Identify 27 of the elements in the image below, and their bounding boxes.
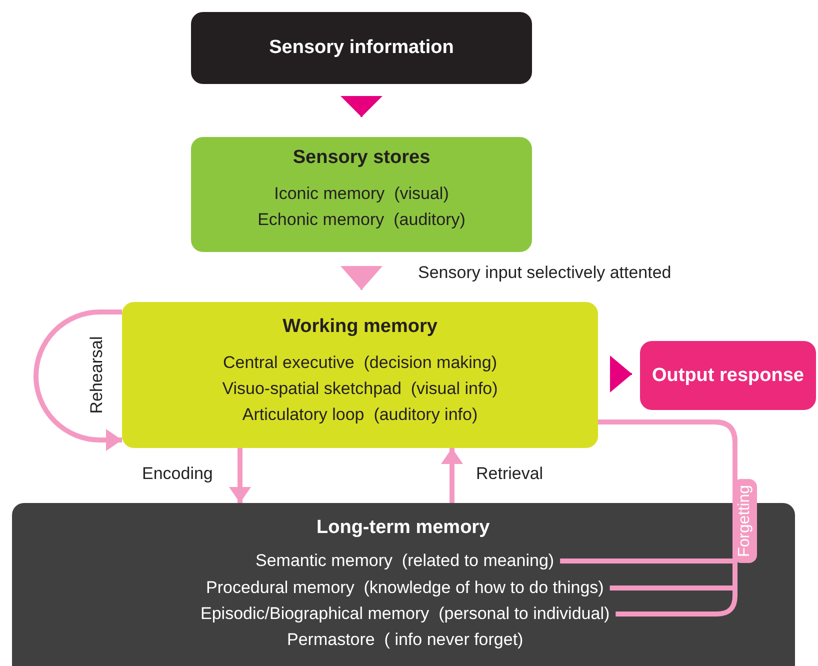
box-title: Output response — [652, 364, 804, 386]
memory-type-text: Episodic/Biographical memory (personal to individual) — [200, 603, 610, 625]
store-box — [191, 137, 532, 252]
input-box — [191, 12, 532, 84]
memory-type-text: Articulatory loop (auditory info) — [242, 404, 478, 426]
edge-label: Sensory input selectively attented — [416, 263, 674, 283]
memory-type-text: Visuo-spatial sketchpad (visual info) — [222, 378, 498, 400]
triangle-arrow — [340, 266, 382, 290]
memory-type-text: Central executive (decision making) — [222, 352, 497, 374]
memory-box — [122, 302, 598, 448]
box-title: Long-term memory — [316, 517, 490, 539]
edge-label: Encoding — [140, 464, 215, 484]
memory-type-text: Echonic memory (auditory) — [258, 209, 466, 231]
arrow — [229, 448, 251, 503]
output-box — [640, 341, 816, 410]
box-title: Working memory — [282, 316, 438, 338]
triangle-arrow — [340, 96, 382, 117]
memory-type-text: Permastore ( info never forget) — [287, 629, 524, 651]
arrow — [34, 310, 122, 451]
memory-type-text: Iconic memory (visual) — [274, 183, 449, 205]
box-title: Sensory stores — [292, 147, 430, 169]
box-title: Sensory information — [269, 37, 454, 59]
triangle-arrow — [610, 356, 632, 392]
memory-type-text: Semantic memory (related to meaning) — [256, 550, 554, 572]
memory-type-text: Procedural memory (knowledge of how to do things) — [206, 577, 604, 599]
arrow — [441, 448, 463, 503]
edge-label: Rehearsal — [87, 335, 107, 416]
